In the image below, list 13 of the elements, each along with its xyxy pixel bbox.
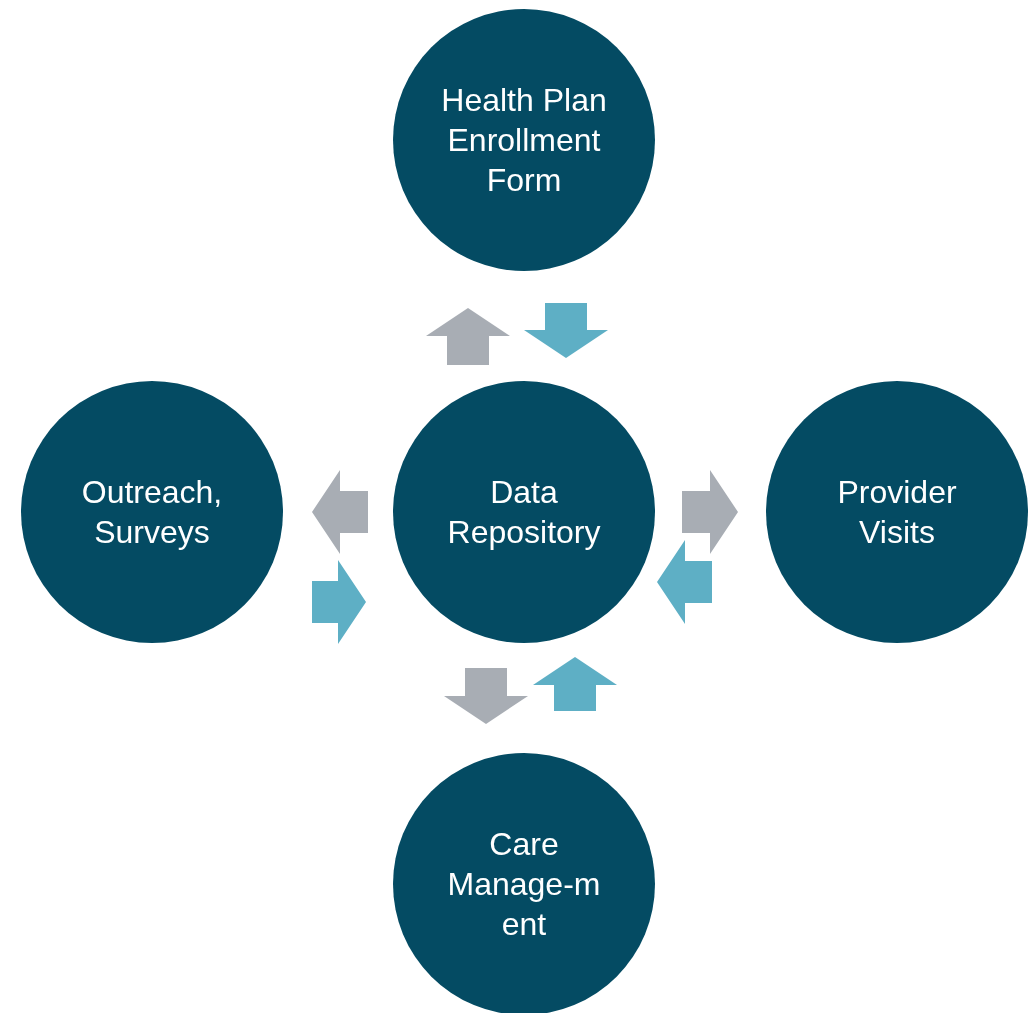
node-label: Provider Visits — [836, 473, 958, 552]
block-arrow — [657, 540, 712, 624]
block-arrow — [312, 560, 366, 644]
block-arrow — [312, 470, 368, 554]
block-arrow — [682, 470, 738, 554]
block-arrow — [426, 308, 510, 365]
block-arrow — [533, 657, 617, 711]
node-label: Care Manage-m ent — [446, 825, 602, 944]
node-label: Data Repository — [446, 473, 602, 552]
node-label: Outreach, Surveys — [80, 473, 224, 552]
node-label: Health Plan Enrollment Form — [440, 81, 608, 200]
block-arrow — [444, 668, 528, 724]
block-arrow — [524, 303, 608, 358]
